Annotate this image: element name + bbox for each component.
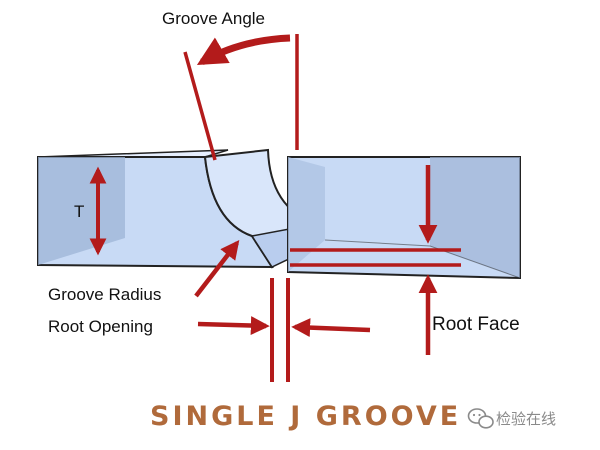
groove-radius-arrow bbox=[194, 240, 240, 298]
root-opening-arrow-right bbox=[291, 318, 371, 338]
right-plate-back-shade bbox=[430, 157, 520, 278]
right-plate bbox=[287, 156, 521, 280]
groove-radius-label: Groove Radius bbox=[48, 285, 161, 304]
thickness-label: T bbox=[74, 202, 84, 221]
diagram-title: SINGLE J GROOVE bbox=[150, 401, 461, 432]
root-face-label: Root Face bbox=[432, 314, 520, 335]
root-opening-label: Root Opening bbox=[48, 317, 153, 336]
watermark-text: 检验在线 bbox=[496, 410, 556, 428]
groove-angle-arc-arrow bbox=[196, 34, 291, 66]
groove-angle-line-left bbox=[183, 51, 217, 161]
root-opening-arrow-left bbox=[197, 316, 270, 336]
right-plate-bottom-edge bbox=[324, 239, 521, 279]
right-plate-inner-shade bbox=[288, 157, 325, 272]
left-plate-top bbox=[37, 149, 229, 158]
groove-angle-label: Groove Angle bbox=[162, 9, 265, 28]
wechat-icon bbox=[467, 408, 494, 429]
